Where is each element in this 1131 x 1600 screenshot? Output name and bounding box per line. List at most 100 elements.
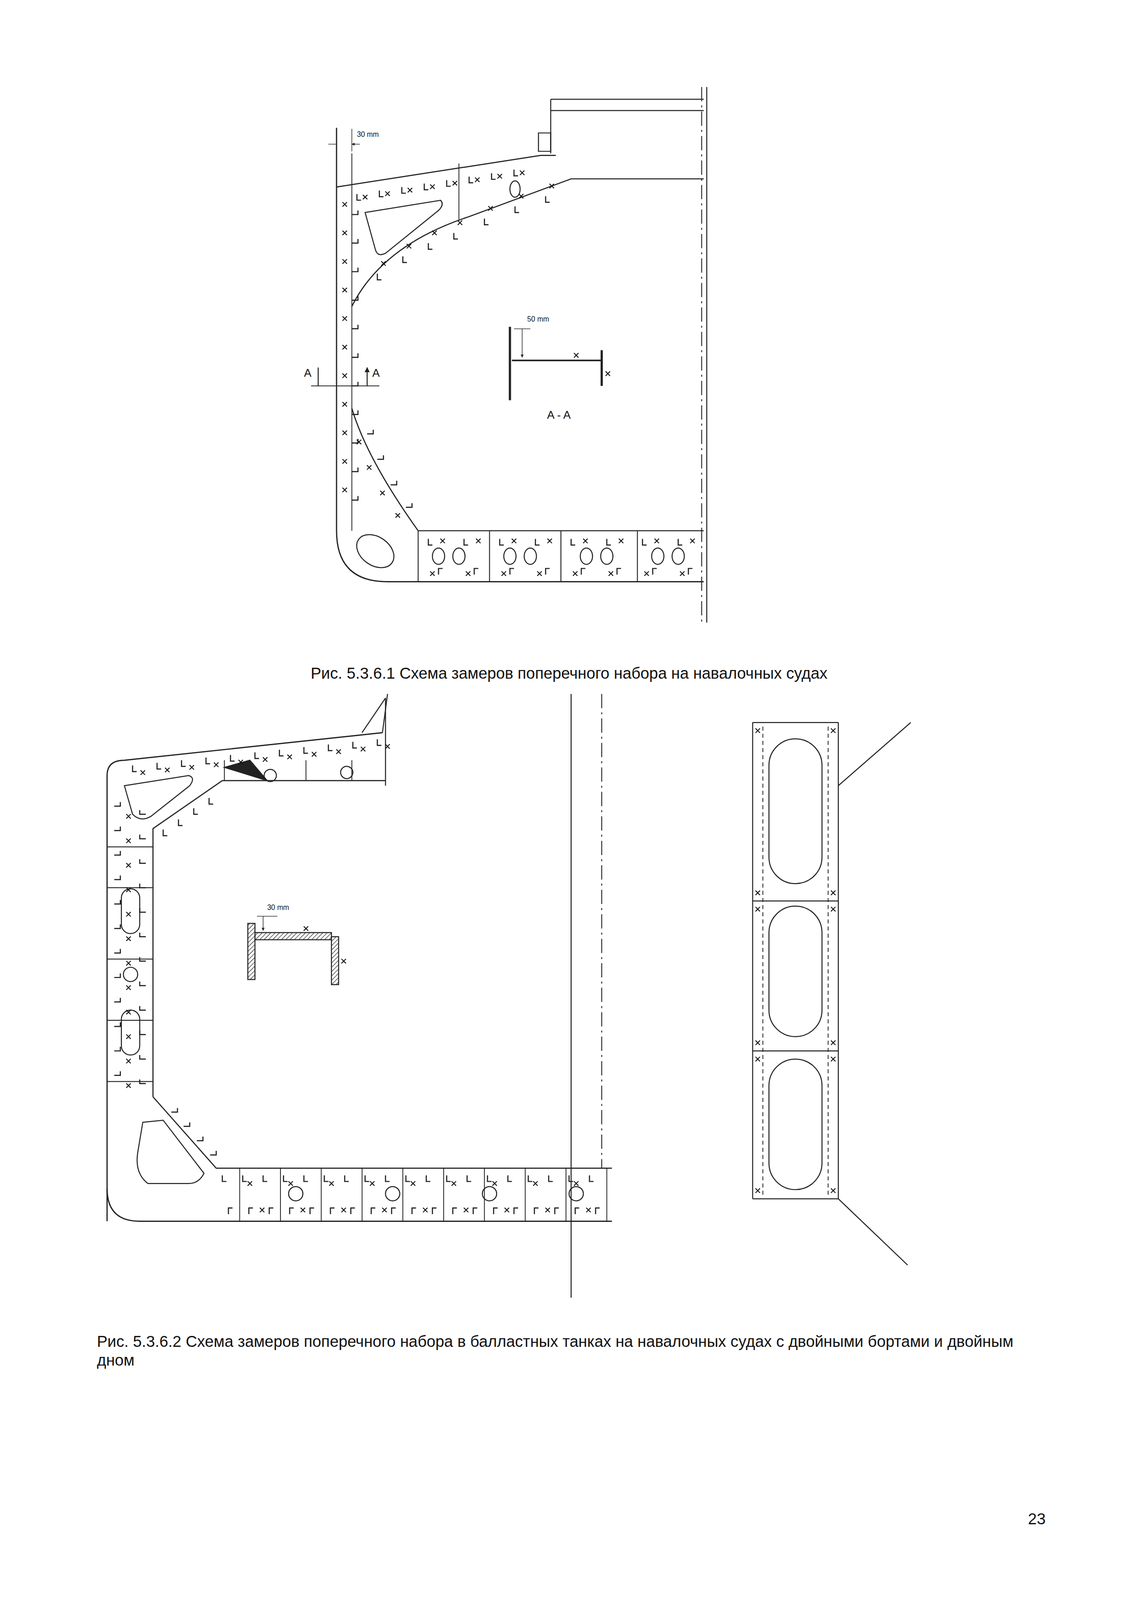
- measurement-point: [430, 571, 435, 576]
- measurement-point: [549, 183, 555, 189]
- girder-line: [752, 722, 839, 1199]
- stiffener-symbol: [352, 467, 358, 472]
- stiffener-symbol: [352, 210, 358, 215]
- stiffener-symbol: [114, 924, 120, 929]
- stiffener-symbol: [352, 741, 358, 748]
- stiffener-symbol: [589, 1175, 594, 1182]
- measurement-point: [126, 862, 131, 868]
- stiffener-symbol: [428, 243, 433, 250]
- stiffener-symbol: [446, 180, 451, 187]
- stiffener-symbol: [289, 1207, 294, 1214]
- measurement-point: [830, 1188, 836, 1194]
- section-plate: [508, 326, 512, 400]
- stiffener-symbol: [487, 1175, 492, 1182]
- hatch-coaming: [550, 99, 704, 154]
- stiffener-symbol: [535, 539, 540, 545]
- measurement-point: [341, 958, 347, 964]
- stiffener-symbol: [139, 883, 146, 888]
- stiffener-symbol: [595, 1207, 600, 1214]
- stiffener-symbol: [114, 1022, 120, 1027]
- measurement-point: [126, 1009, 131, 1015]
- stiffener-symbol: [446, 1175, 451, 1182]
- stiffener-symbol: [344, 1175, 349, 1182]
- hopper-inner-bottom: [152, 1096, 612, 1169]
- measurement-point: [126, 1058, 131, 1064]
- measurement-point: [755, 1188, 761, 1194]
- web-frame: [458, 163, 460, 220]
- stiffener-symbol: [114, 1046, 120, 1051]
- section-plate: [247, 923, 255, 980]
- dimension-line: [521, 328, 523, 358]
- stiffener-symbol: [365, 1175, 370, 1182]
- stiffener-symbol: [688, 568, 693, 575]
- measurement-point: [369, 1181, 375, 1186]
- stiffener-symbol: [678, 539, 683, 545]
- floor: [402, 1167, 404, 1221]
- measurement-point: [618, 538, 624, 544]
- lightening-hole: [600, 548, 613, 565]
- stiffener-symbol: [491, 173, 496, 180]
- stiffener-symbol: [463, 539, 468, 545]
- measurement-point: [407, 187, 413, 193]
- stiffener-symbol: [508, 1175, 513, 1182]
- figure-caption: Рис. 5.3.6.1 Схема замеров поперечного н…: [310, 664, 828, 684]
- measurement-point: [755, 1056, 761, 1062]
- centre-line: [706, 87, 708, 623]
- stiffener-symbol: [283, 1175, 288, 1182]
- stringer: [107, 846, 154, 848]
- stiffener-symbol: [183, 1122, 190, 1127]
- stiffener-symbol: [484, 218, 489, 225]
- stringer: [107, 1080, 154, 1082]
- stiffener-symbol: [548, 1175, 553, 1182]
- lightening-hole: [432, 548, 445, 565]
- measurement-point: [126, 960, 131, 966]
- lightening-hole: [385, 1186, 400, 1201]
- lightening-hole: [340, 766, 353, 779]
- stiffener-symbol: [513, 169, 519, 176]
- stiffener-symbol: [453, 233, 458, 239]
- measurement-point: [126, 887, 131, 893]
- measurement-point: [213, 762, 219, 768]
- stiffener-symbol: [377, 739, 382, 746]
- stiffener-symbol: [391, 1207, 396, 1214]
- measurement-point: [336, 749, 342, 754]
- measurement-point: [395, 513, 400, 518]
- floor: [321, 1167, 322, 1221]
- stiffener-symbol: [617, 568, 622, 575]
- measurement-point: [830, 1056, 836, 1062]
- measurement-point: [830, 890, 836, 896]
- stiffener-symbol: [114, 973, 120, 978]
- deck-line: [336, 155, 556, 187]
- stiffener-symbol: [411, 1207, 416, 1214]
- measurement-point: [492, 1181, 498, 1186]
- extension-line: [513, 328, 531, 329]
- figure-caption: Рис. 5.3.6.2 Схема замеров поперечного н…: [96, 1332, 1046, 1370]
- measurement-point: [488, 206, 493, 211]
- measurement-point: [690, 538, 695, 544]
- web-line: [752, 721, 839, 723]
- dimension-line: [262, 916, 264, 931]
- stiffener-symbol: [452, 1207, 457, 1214]
- web-frame: [305, 760, 307, 781]
- floor: [488, 530, 490, 582]
- stiffener-symbol: [607, 539, 612, 545]
- stiffener-symbol: [178, 819, 183, 825]
- stiffener-symbol: [390, 480, 397, 485]
- stiffener-symbol: [114, 1071, 120, 1076]
- stiffener-symbol: [197, 1136, 203, 1141]
- measurement-point: [518, 193, 524, 199]
- stiffener-symbol: [377, 273, 382, 280]
- measurement-point: [574, 1181, 579, 1186]
- stiffener-symbol: [493, 1207, 498, 1214]
- stiffener-symbol: [352, 267, 358, 272]
- stiffener-symbol: [545, 196, 550, 203]
- measurement-point: [755, 1040, 761, 1045]
- measurement-point: [126, 912, 131, 917]
- measurement-point: [423, 1207, 428, 1213]
- measurement-point: [287, 754, 292, 760]
- measurement-point: [382, 1207, 387, 1213]
- lightening-hole: [452, 548, 466, 565]
- stiffener-symbol: [432, 1207, 437, 1214]
- stringer: [107, 1019, 154, 1021]
- centre-line: [701, 87, 703, 623]
